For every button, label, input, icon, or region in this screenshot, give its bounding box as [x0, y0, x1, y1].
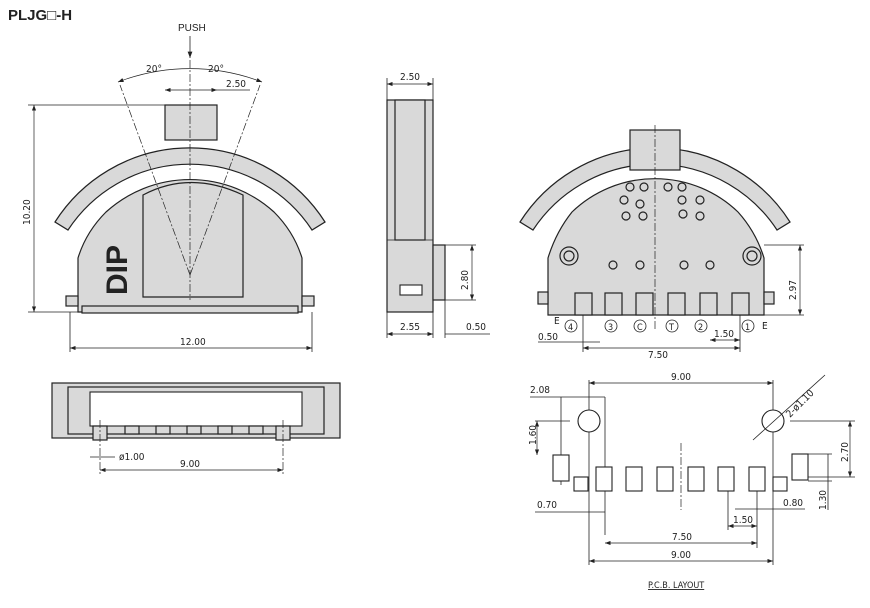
pin-labels: 4 3 C T 2 1: [564, 319, 755, 333]
pcb-hole-spacing-dim: 9.00: [671, 372, 691, 383]
angle-right-label: 20°: [208, 64, 224, 75]
height-dim: 10.20: [22, 199, 33, 225]
pin-label: 1: [745, 323, 750, 333]
ground-label-right: E: [762, 321, 768, 332]
pcb-pad-right-dim: 0.80: [783, 498, 803, 509]
side-top-width-dim: 2.50: [400, 72, 420, 83]
angle-left-label: 20°: [146, 64, 162, 75]
actuator-width-dim: 2.50: [226, 79, 246, 90]
dip-marking: DIP: [101, 245, 134, 295]
pcb-total-dim: 9.00: [671, 550, 691, 561]
pcb-pitch-dim: 1.50: [733, 515, 753, 526]
pcb-hole-callout: 2-ø1.10: [784, 388, 816, 420]
front-view: PUSH 20° 20° 2.50 DIP 10.20 12.00: [22, 23, 326, 352]
pin-row: [574, 292, 750, 316]
tab-offset-dim: 0.50: [466, 322, 486, 333]
rear-height-dim: 2.97: [788, 280, 799, 300]
window: [142, 182, 244, 298]
pcb-layout: 9.00 2.08 1.60 2-ø1.10 2.70 1.30 0.70 0.…: [528, 372, 855, 591]
pcb-hole-offset-dim: 2.08: [530, 385, 550, 396]
pin-label: 3: [608, 323, 613, 333]
angle-arc: [117, 68, 263, 83]
pcb-pad-left-dim: 0.70: [537, 500, 557, 511]
push-label: PUSH: [178, 23, 206, 34]
bottom-view: ø1.00 9.00: [51, 382, 341, 474]
pcb-pad-height-dim: 1.30: [818, 490, 829, 510]
tab-height-dim: 2.80: [460, 270, 471, 290]
pcb-layout-label: P.C.B. LAYOUT: [648, 581, 704, 591]
pin-label: 4: [568, 323, 573, 333]
rear-span-dim: 7.50: [648, 350, 668, 361]
bottom-span-dim: 9.00: [180, 459, 200, 470]
mount-hole-left: [577, 409, 601, 433]
side-view: 2.50 2.80 2.55 0.50: [386, 72, 490, 338]
pin-label: C: [637, 323, 643, 333]
rear-view: E E 4 3 C T 2 1 0.50 1.50 7.50 2.97: [519, 125, 804, 361]
pin-label: T: [668, 323, 674, 333]
rear-offset-dim: 0.50: [538, 332, 558, 343]
side-bottom-width-dim: 2.55: [400, 322, 420, 333]
pcb-span-dim: 7.50: [672, 532, 692, 543]
pcb-hole-vertical-dim: 1.60: [528, 425, 539, 445]
actuator: [164, 104, 218, 141]
bottom-hole-dim: ø1.00: [119, 452, 145, 463]
ground-label-left: E: [554, 316, 560, 327]
pin-label: 2: [698, 323, 703, 333]
pcb-height-dim: 2.70: [840, 442, 851, 462]
rear-pitch-dim: 1.50: [714, 329, 734, 340]
part-number-title: PLJG□-H: [8, 7, 72, 24]
actuator-ring: [54, 147, 326, 231]
width-dim: 12.00: [180, 337, 206, 348]
